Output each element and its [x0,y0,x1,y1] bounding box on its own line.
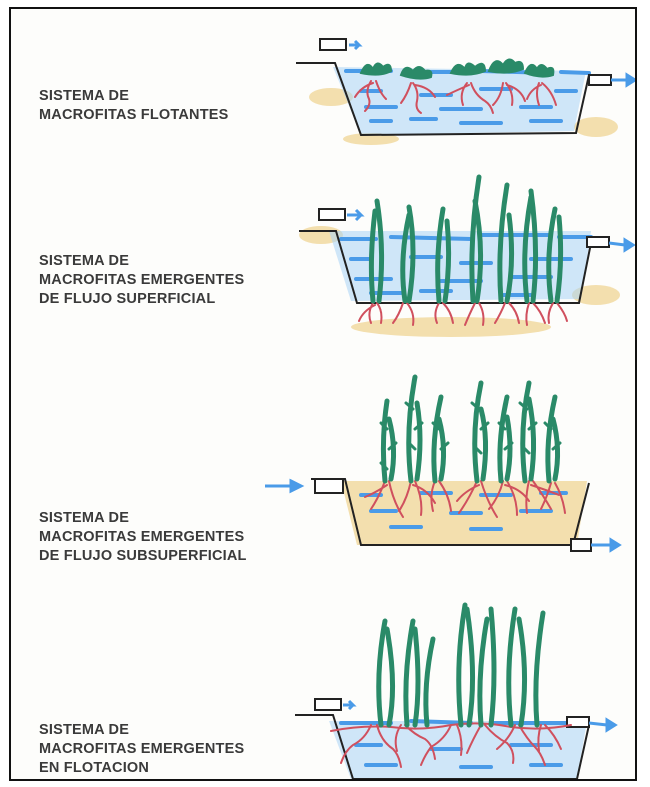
wetland-diagrams [11,9,637,781]
inflow-arrow [265,481,301,491]
outflow-arrow [589,720,615,730]
outflow-arrow [611,75,635,85]
figure-frame: SISTEMA DE MACROFITAS FLOTANTES SISTEMA … [9,7,637,781]
surface-flow-system-drawing [299,177,633,337]
inlet-pipe [315,699,341,710]
outlet-pipe [589,75,611,85]
subsurface-flow-system-drawing [265,377,619,551]
outlet-pipe [571,539,591,551]
emergent-plants [383,377,557,481]
inlet-pipe [320,39,346,50]
outflow-arrow [609,240,633,250]
outlet-pipe [587,237,609,247]
sand-patch [574,117,618,137]
emergent-plants [379,605,543,725]
floating-system-drawing [296,39,635,145]
floating-emergent-system-drawing [295,605,615,779]
inlet-pipe [315,479,343,493]
outflow-arrow [591,540,619,550]
inlet-pipe [319,209,345,220]
